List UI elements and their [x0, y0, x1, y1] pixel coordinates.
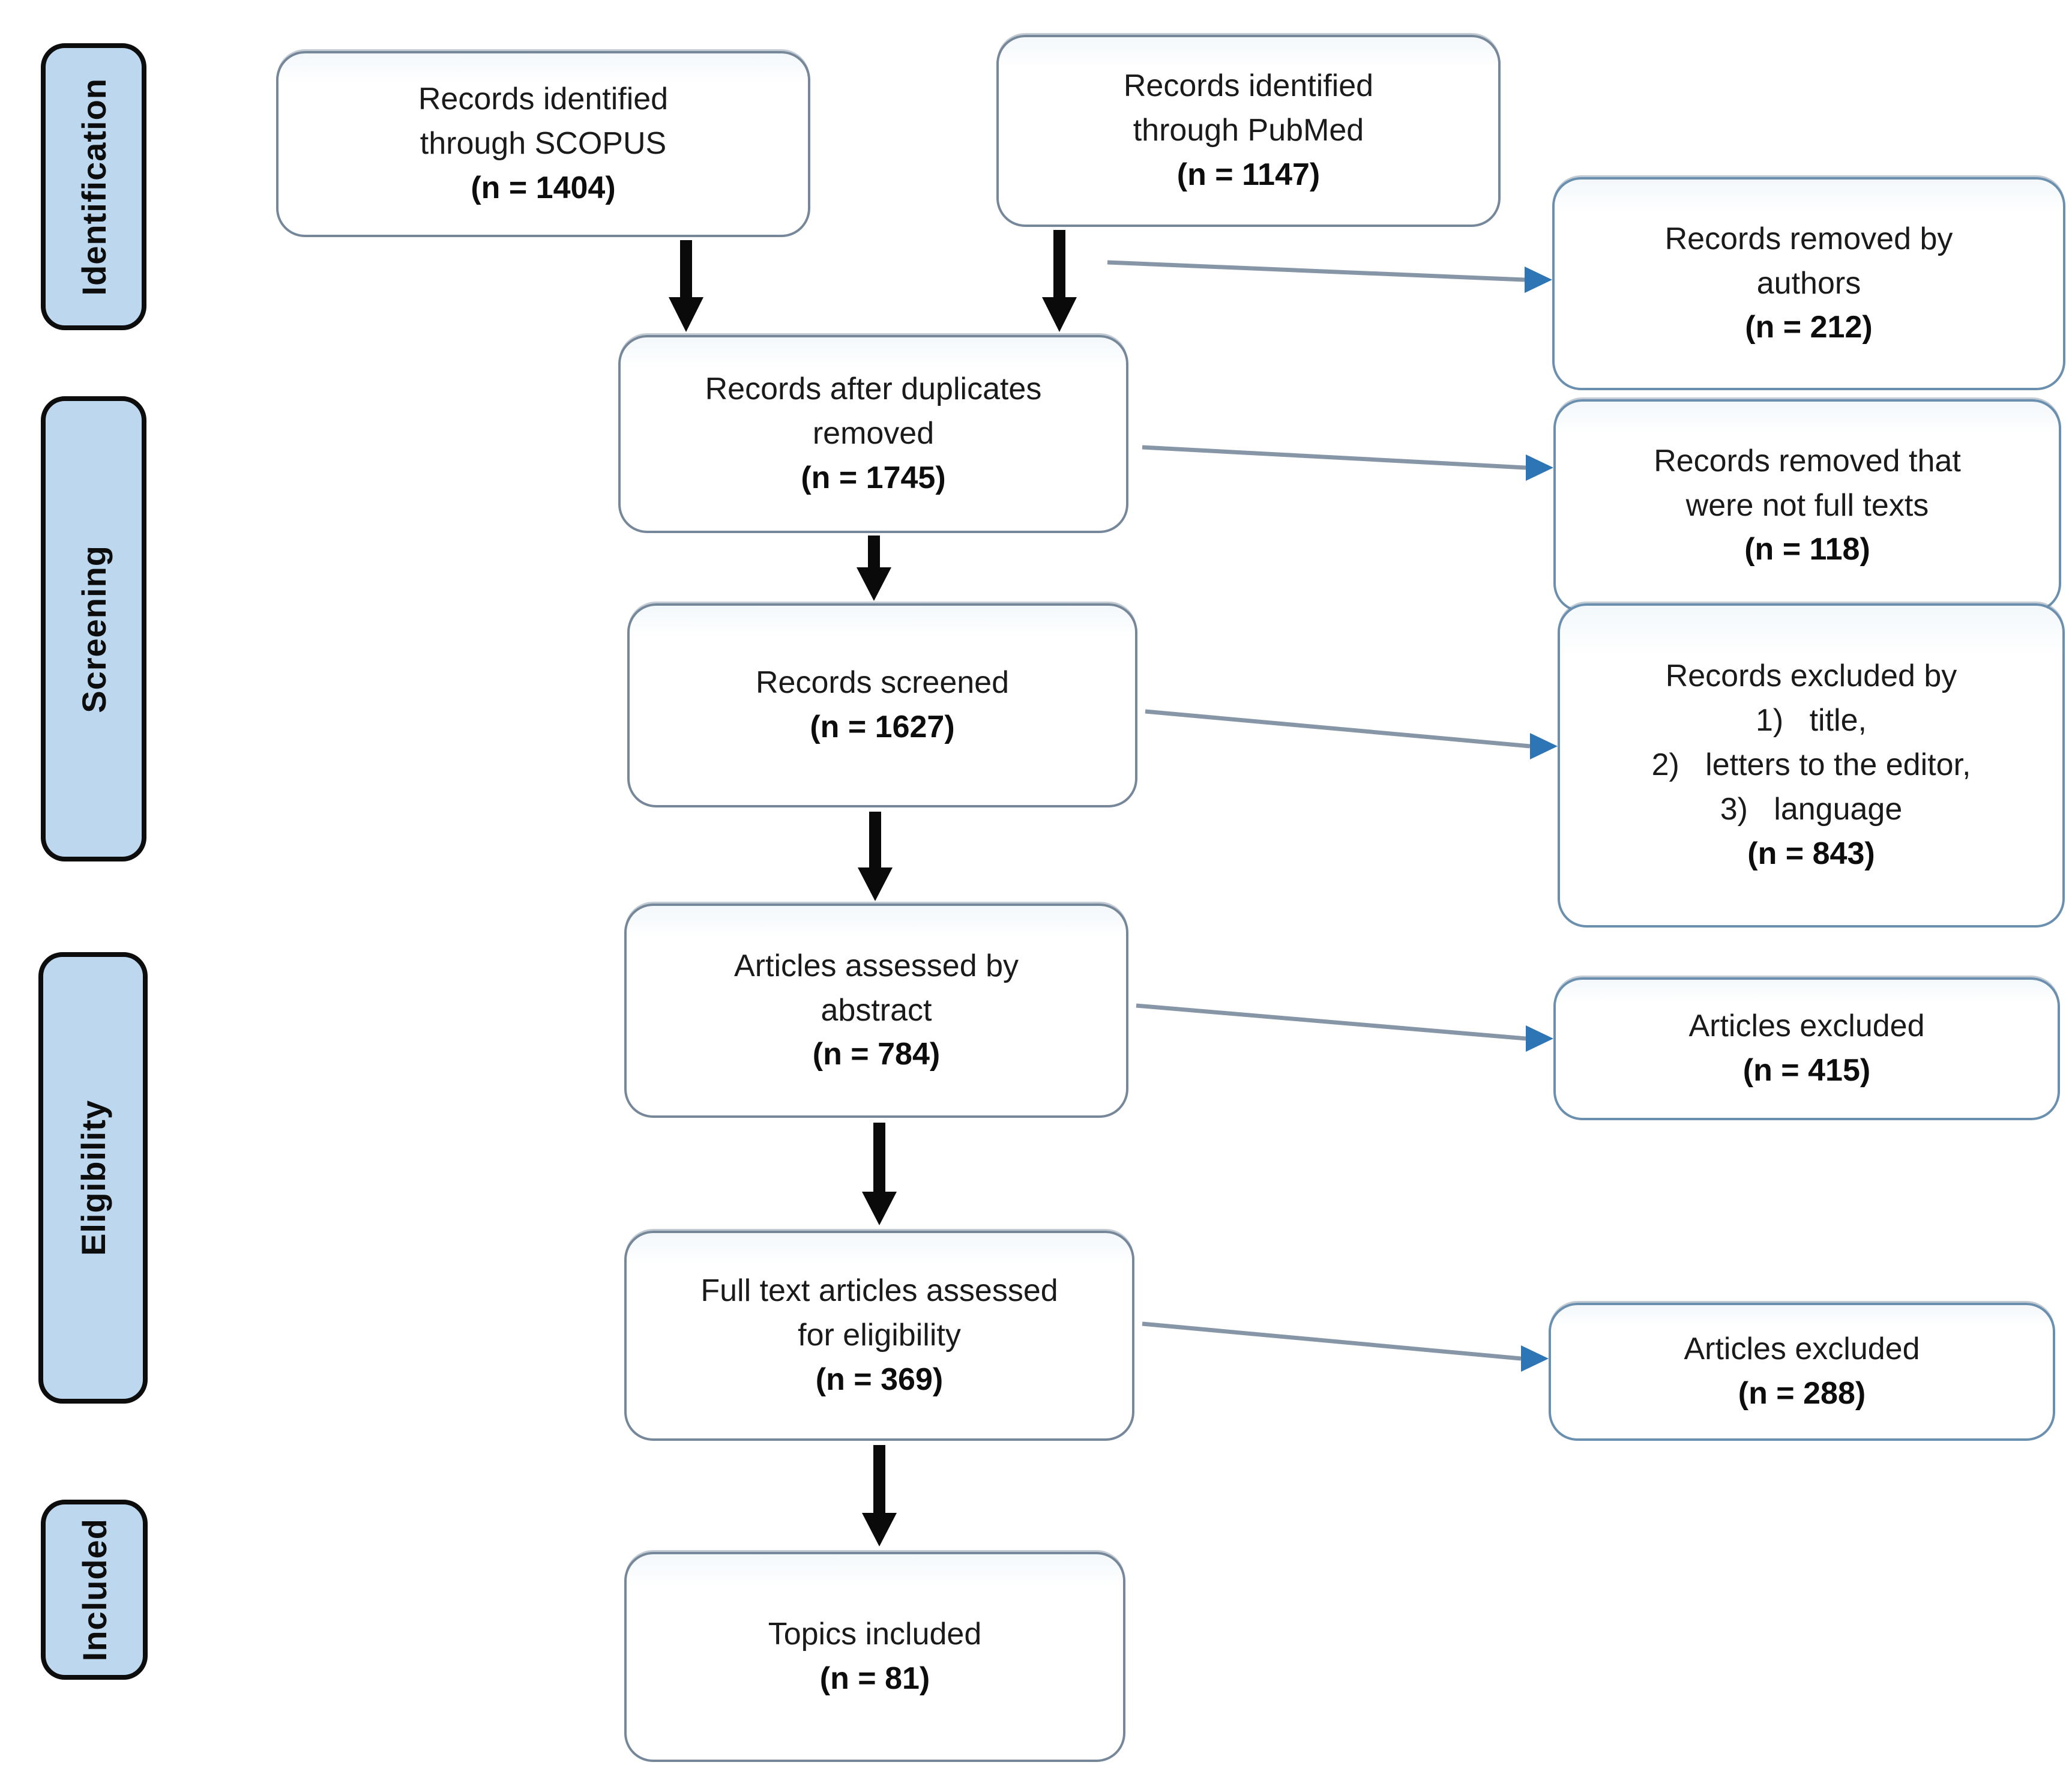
flow-box-fulltext-assessed: Full text articles assessed for eligibil… [624, 1231, 1134, 1441]
down-arrowhead-icon [862, 1513, 897, 1546]
box-label: Records identified through SCOPUS [418, 82, 669, 161]
right-arrowhead-icon [1521, 1345, 1549, 1372]
down-arrowhead-icon [862, 1192, 897, 1225]
box-count: (n = 288) [1738, 1376, 1866, 1411]
flow-box-records-after-duplicates: Records after duplicates removed (n = 17… [618, 335, 1128, 533]
box-label: Articles assessed by abstract [734, 948, 1019, 1028]
down-arrowhead-icon [1042, 297, 1077, 332]
box-count: (n = 1745) [801, 460, 946, 495]
flow-arrow-fulltext-to-topics [862, 1445, 897, 1546]
flow-box-records-screened: Records screened (n = 1627) [627, 603, 1137, 807]
exclusion-box-removed-by-authors: Records removed by authors (n = 212) [1552, 177, 2065, 390]
flow-arrow-pubmed-to-duplicates [1042, 230, 1077, 332]
box-label: Full text articles assessed for eligibil… [700, 1273, 1058, 1353]
stage-label-text: Included [75, 1518, 113, 1662]
stage-label-included: Included [41, 1500, 148, 1680]
flow-arrow-screened-to-abstract [858, 812, 893, 901]
box-count: (n = 212) [1745, 310, 1873, 345]
exclusion-arrow-duplicates-to-notfull [1142, 445, 1553, 481]
box-count: (n = 1147) [1176, 157, 1321, 192]
stage-label-text: Screening [74, 545, 113, 713]
numbered-item-letters: 2) letters to the editor, [1651, 747, 1971, 783]
numbered-item-language: 3) language [1720, 791, 1903, 827]
flow-box-topics-included: Topics included (n = 81) [624, 1552, 1125, 1762]
box-count: (n = 1404) [471, 170, 616, 205]
box-count: (n = 415) [1742, 1053, 1871, 1088]
flow-arrow-duplicates-to-screened [857, 536, 891, 601]
stage-label-eligibility: Eligibility [38, 952, 148, 1404]
box-label: Records identified through PubMed [1123, 68, 1374, 148]
arrow-shaft [1142, 1321, 1522, 1361]
right-arrowhead-icon [1526, 454, 1553, 481]
box-label: Records removed by authors [1664, 221, 1953, 301]
arrow-shaft [1136, 1003, 1526, 1041]
arrow-shaft [1145, 709, 1531, 749]
flow-arrow-scopus-to-duplicates [669, 240, 703, 332]
box-label: Records after duplicates removed [705, 372, 1042, 451]
box-count: (n = 81) [819, 1661, 930, 1696]
box-count: (n = 843) [1747, 836, 1875, 871]
numbered-item-title: 1) title, [1756, 703, 1867, 738]
arrow-shaft [1142, 445, 1526, 470]
stage-label-text: Identification [74, 77, 113, 296]
stage-label-screening: Screening [41, 396, 146, 861]
box-count: (n = 369) [815, 1362, 944, 1397]
box-label: Records removed that were not full texts [1654, 443, 1961, 523]
stage-label-identification: Identification [41, 43, 146, 330]
box-label: Topics included [768, 1617, 982, 1652]
flow-box-articles-assessed-abstract: Articles assessed by abstract (n = 784) [624, 904, 1128, 1118]
box-count: (n = 1627) [810, 710, 955, 744]
down-arrowhead-icon [857, 567, 891, 601]
exclusion-box-articles-excluded-288: Articles excluded (n = 288) [1549, 1303, 2055, 1441]
box-label: Records excluded by [1665, 659, 1957, 694]
exclusion-arrow-pubmed-to-authors [1107, 260, 1552, 293]
exclusion-box-articles-excluded-415: Articles excluded (n = 415) [1553, 977, 2060, 1120]
flow-box-records-identified-scopus: Records identified through SCOPUS (n = 1… [276, 51, 810, 237]
exclusion-box-not-full-texts: Records removed that were not full texts… [1553, 399, 2061, 612]
box-label: Articles excluded [1684, 1332, 1920, 1367]
exclusion-arrow-screened-to-excludedby [1145, 709, 1558, 759]
down-arrowhead-icon [669, 297, 703, 332]
right-arrowhead-icon [1530, 733, 1558, 759]
stage-label-text: Eligibility [74, 1100, 112, 1256]
down-arrowhead-icon [858, 867, 893, 901]
exclusion-arrow-fulltext-to-excl288 [1142, 1321, 1549, 1372]
box-count: (n = 118) [1744, 532, 1870, 567]
flow-box-records-identified-pubmed: Records identified through PubMed (n = 1… [996, 35, 1501, 227]
right-arrowhead-icon [1526, 1025, 1553, 1052]
exclusion-box-excluded-by-criteria: Records excluded by 1) title, 2) letters… [1558, 603, 2065, 928]
arrow-shaft [1107, 260, 1525, 282]
exclusion-arrow-abstract-to-excl415 [1136, 1003, 1553, 1052]
box-count: (n = 784) [812, 1037, 941, 1072]
box-label: Records screened [756, 665, 1009, 701]
box-label: Articles excluded [1688, 1009, 1925, 1044]
flow-arrow-abstract-to-fulltext [862, 1123, 897, 1225]
right-arrowhead-icon [1525, 267, 1552, 293]
